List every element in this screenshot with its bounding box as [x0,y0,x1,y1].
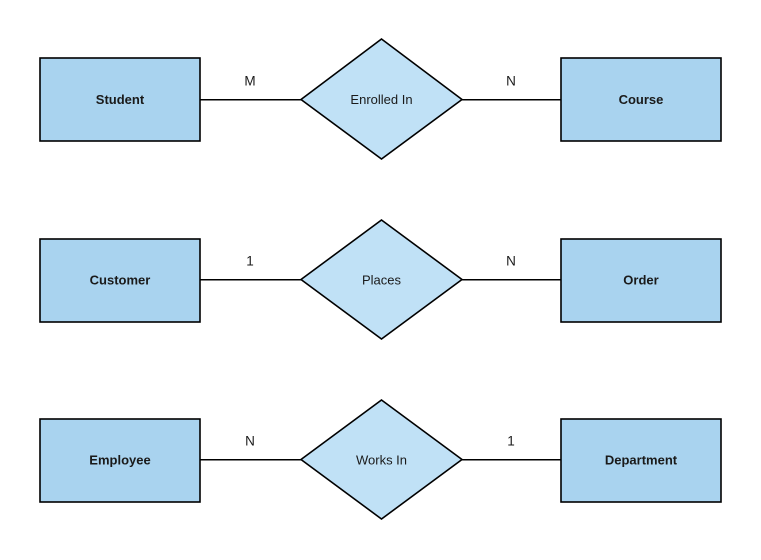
relationship-label-places: Places [362,272,402,287]
entity-label-course: Course [619,92,664,107]
cardinality-right-3: 1 [507,434,515,449]
relationship-diamond-places[interactable] [299,219,464,340]
entity-label-order: Order [623,272,658,287]
entity-label-customer: Customer [90,272,151,287]
relationship-row-2: Customer Places Order 1 N [39,219,722,340]
relationship-row-3: Employee Works In Department N 1 [39,399,722,520]
entity-label-student: Student [96,92,145,107]
cardinality-left-2: 1 [246,254,254,269]
entity-box-employee[interactable] [39,418,201,503]
entity-label-department: Department [605,452,678,467]
cardinality-right-2: N [506,254,516,269]
entity-box-department[interactable] [560,418,722,503]
relationship-row-1: Student Enrolled In Course M N [39,37,722,160]
entity-box-student[interactable] [39,57,201,142]
relationship-diamond-enrolled-in[interactable] [299,37,464,160]
relationship-label-works-in: Works In [356,452,407,467]
cardinality-right-1: N [506,74,516,89]
relationship-label-enrolled-in: Enrolled In [350,92,412,107]
relationship-diamond-works-in[interactable] [299,399,464,520]
entity-box-course[interactable] [560,57,722,142]
cardinality-left-3: N [245,434,255,449]
cardinality-left-1: M [244,74,255,89]
entity-box-order[interactable] [560,238,722,323]
entity-label-employee: Employee [89,452,150,467]
entity-box-customer[interactable] [39,238,201,323]
